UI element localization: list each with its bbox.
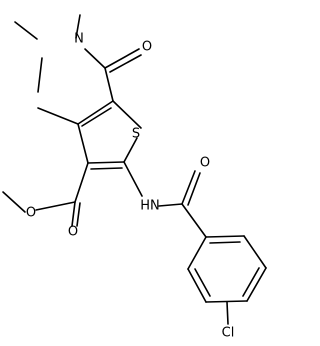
bond-carbonyl-aryl [181,203,207,238]
bond-n-carbonyl [84,48,106,69]
bond-c5-c4 [77,100,114,125]
bond-ester-o-single [35,201,76,211]
bond-nh-carbonyl [158,203,183,207]
bond-c5-carbonyl-ring [104,67,114,102]
bond-ar-cl [226,301,229,325]
bond-ar-2-double [209,241,241,244]
atom-label-o-ester-carbonyl: O [68,225,78,240]
molecule-structure-diagram: N O S HN O O O Cl [2,14,267,341]
atom-label-cl: Cl [222,326,235,341]
bond-c2-nh [123,161,143,197]
bond-o-methyl [2,191,26,213]
bond-c5-c4-double [81,107,112,127]
bond-ar-4 [187,268,207,303]
atom-label-o-benzoyl: O [200,156,210,171]
bond-c3-c2-double [90,167,123,170]
bond-c5-s [112,100,142,129]
bond-ar-4-double [194,268,211,297]
bond-benzoyl-o-2 [187,172,201,206]
bond-carbonyl-upper-1 [104,48,140,69]
bond-benzoyl-o-1 [181,170,196,205]
bond-ar-5-double [242,267,260,297]
structure-svg: N O S HN O O O Cl [2,14,267,341]
bond-ring-methyl [37,107,79,125]
atom-label-n: N [74,32,84,47]
bond-c4-c3 [77,123,89,164]
bond-ar-2 [205,235,245,238]
bond-ar-3 [243,235,267,269]
bond-ring-ester [74,162,89,203]
bond-ester-carbonyl-2 [76,202,81,227]
bond-ar-1 [187,236,207,270]
bond-c2-s [123,137,138,163]
bond-carbonyl-upper-2 [109,54,142,73]
atom-label-o-amide-top: O [142,40,152,55]
atom-label-o-methoxy: O [26,206,36,221]
bond-methyl-n-left [14,21,38,40]
bond-methyl-n-top [75,14,81,39]
bond-c3-c2 [87,161,125,164]
bond-ester-carbonyl-1 [71,201,76,227]
bond-ar-5 [246,267,267,302]
atom-label-s-ring: S [132,127,140,142]
atom-label-hn: HN [140,199,160,214]
bond-methyl-n-down [37,57,43,93]
